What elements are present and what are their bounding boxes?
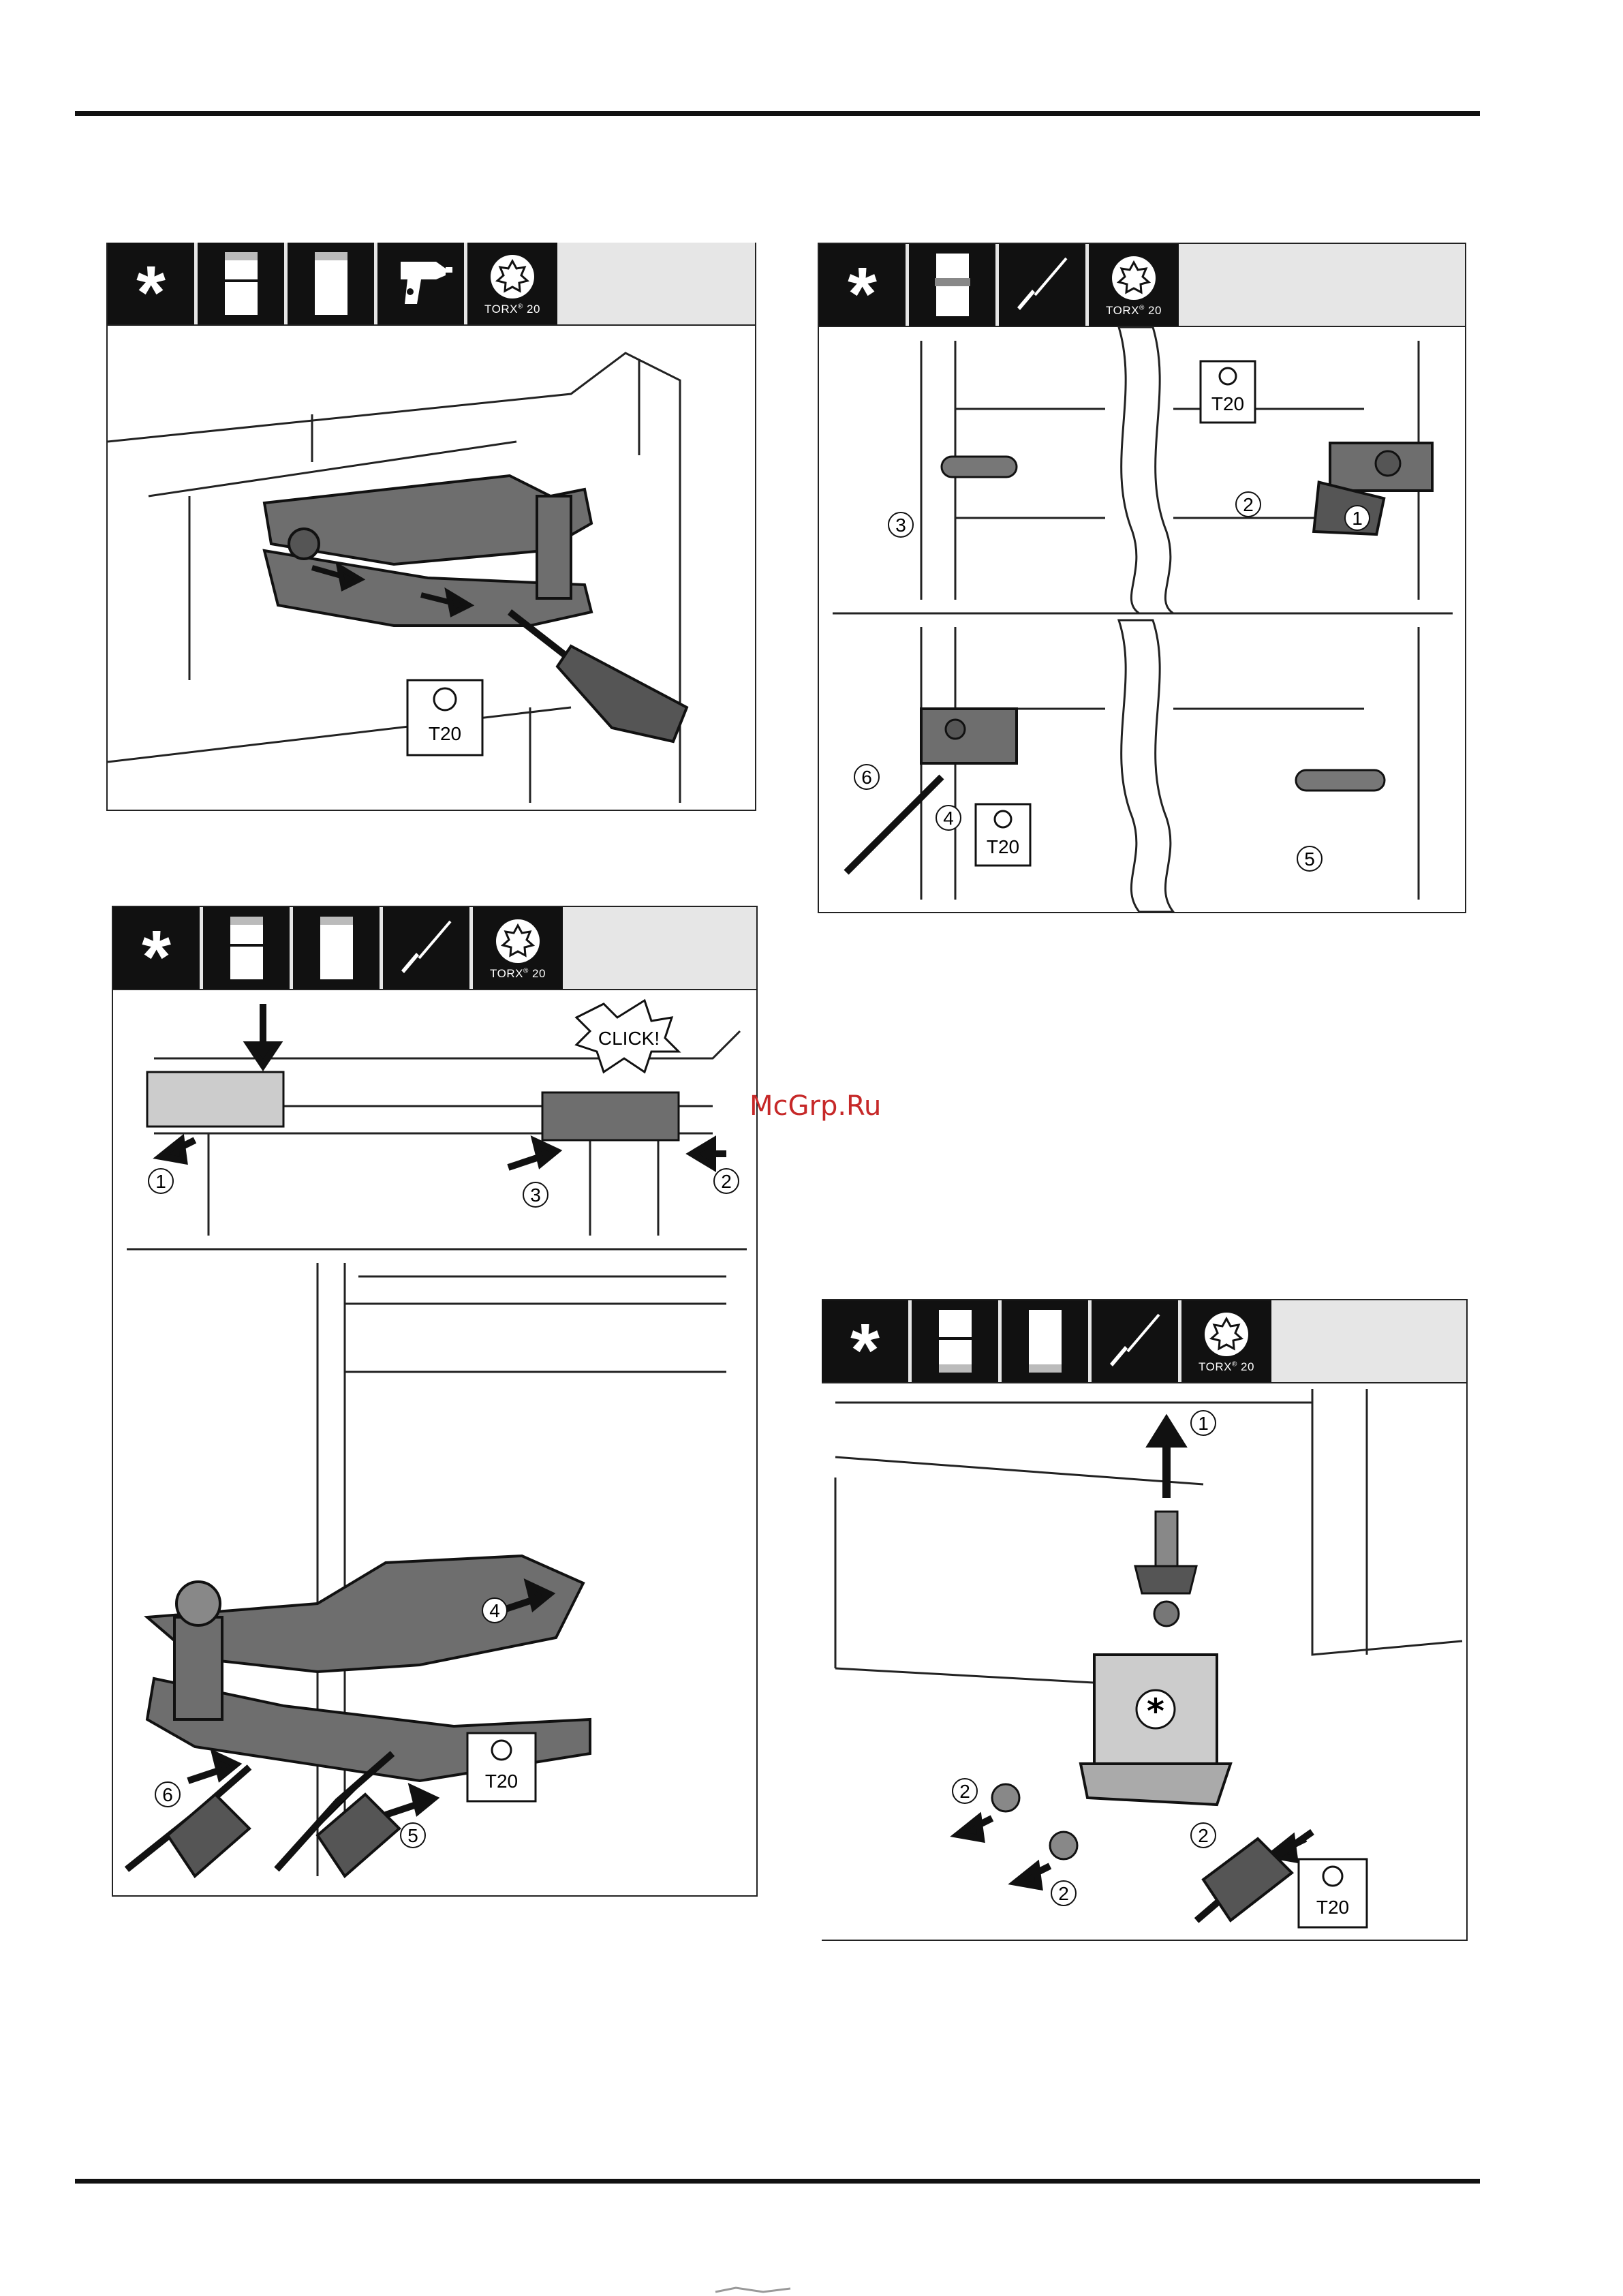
callout-2: 2 bbox=[1198, 1825, 1209, 1846]
tool-header: * TORX® 20 bbox=[113, 907, 756, 990]
tool-icons: * TORX® 20 bbox=[819, 244, 1179, 326]
torx-t20-callout-2: T20 bbox=[987, 836, 1019, 857]
torx-label: TORX® 20 bbox=[467, 303, 557, 316]
step-panel-4: * TORX® 20 bbox=[822, 1299, 1468, 1941]
top-rule bbox=[75, 111, 1480, 116]
torx-t20-callout: T20 bbox=[1316, 1897, 1349, 1918]
callout-4: 4 bbox=[943, 808, 954, 829]
top-cover-and-hinge-fitting-illustration: CLICK! 1 2 3 bbox=[113, 990, 756, 1895]
fridge-icon bbox=[293, 907, 383, 989]
torx-bit-icon: TORX® 20 bbox=[473, 907, 563, 989]
torx-bit-icon: TORX® 20 bbox=[1089, 244, 1179, 326]
torx-bit-icon: TORX® 20 bbox=[1181, 1300, 1271, 1382]
torx-t20-callout: T20 bbox=[485, 1771, 518, 1792]
fridge-icon bbox=[288, 243, 377, 324]
callout-2: 2 bbox=[959, 1781, 970, 1802]
hinge-removal-illustration: T20 bbox=[108, 326, 755, 810]
step-panel-1: * TORX® 20 bbox=[106, 243, 756, 811]
tool-icons: * TORX® 20 bbox=[822, 1300, 1271, 1382]
asterisk-icon: * bbox=[108, 243, 198, 324]
callout-1: 1 bbox=[1352, 508, 1363, 529]
fridge-freezer-icon bbox=[198, 243, 288, 324]
watermark: McGrp.Ru bbox=[749, 1090, 881, 1122]
step-panel-3: * TORX® 20 bbox=[112, 906, 758, 1897]
screwdriver-icon bbox=[383, 907, 473, 989]
callout-2: 2 bbox=[721, 1171, 732, 1192]
torx-label: TORX® 20 bbox=[1089, 304, 1179, 318]
callout-4: 4 bbox=[489, 1600, 500, 1621]
asterisk-icon: * bbox=[113, 907, 203, 989]
screwdriver-icon bbox=[999, 244, 1089, 326]
callout-2: 2 bbox=[1243, 494, 1254, 515]
fridge-icon bbox=[1002, 1300, 1092, 1382]
fridge-freezer-icon bbox=[909, 244, 999, 326]
cordless-drill-icon bbox=[377, 243, 467, 324]
hinge-cover-swap-illustration: T20 2 1 3 6 4 T20 5 bbox=[819, 327, 1465, 912]
fridge-freezer-icon bbox=[912, 1300, 1002, 1382]
callout-1: 1 bbox=[1198, 1413, 1209, 1434]
torx-bit-icon: TORX® 20 bbox=[467, 243, 557, 324]
bottom-rule bbox=[75, 2179, 1480, 2184]
step-panel-2: * TORX® 20 bbox=[818, 243, 1466, 913]
torx-label: TORX® 20 bbox=[473, 967, 563, 981]
fridge-freezer-icon bbox=[203, 907, 293, 989]
click-callout: CLICK! bbox=[598, 1028, 660, 1049]
callout-6: 6 bbox=[861, 767, 872, 788]
torx-t20-callout: T20 bbox=[1211, 393, 1244, 414]
asterisk-icon: * bbox=[819, 244, 909, 326]
callout-1: 1 bbox=[155, 1171, 166, 1192]
bottom-hinge-removal-illustration: * 1 2 2 2 T20 bbox=[822, 1382, 1466, 1940]
tool-header: * TORX® 20 bbox=[108, 243, 755, 326]
tool-icons: * TORX® 20 bbox=[113, 907, 563, 989]
asterisk-icon: * bbox=[1147, 1692, 1164, 1731]
tool-icons: * TORX® 20 bbox=[108, 243, 557, 324]
callout-6: 6 bbox=[162, 1784, 173, 1805]
callout-2: 2 bbox=[1058, 1883, 1069, 1904]
callout-5: 5 bbox=[407, 1825, 418, 1846]
torx-t20-callout: T20 bbox=[429, 723, 461, 744]
tool-header: * TORX® 20 bbox=[822, 1299, 1466, 1383]
footer-scrap bbox=[688, 2285, 824, 2296]
callout-3: 3 bbox=[530, 1184, 541, 1206]
asterisk-icon: * bbox=[822, 1300, 912, 1382]
tool-header: * TORX® 20 bbox=[819, 244, 1465, 327]
callout-5: 5 bbox=[1304, 848, 1315, 870]
screwdriver-icon bbox=[1092, 1300, 1181, 1382]
callout-3: 3 bbox=[895, 515, 906, 536]
torx-label: TORX® 20 bbox=[1181, 1360, 1271, 1374]
